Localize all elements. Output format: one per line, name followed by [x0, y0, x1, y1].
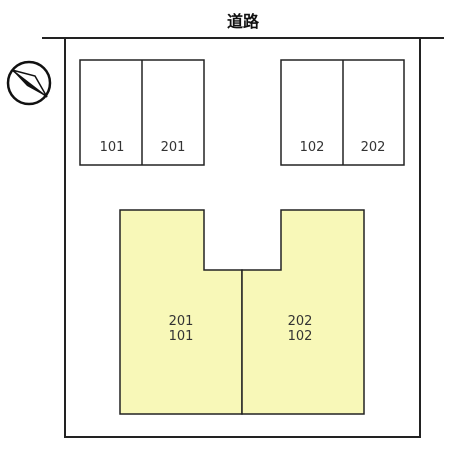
parking-space-label: 201 [161, 140, 186, 155]
unit-label-upper: 201 [169, 314, 194, 329]
road-label: 道路 [227, 12, 260, 31]
parking-group-right: 102 202 [280, 59, 405, 166]
north-arrow-icon [6, 60, 52, 106]
parking-group-left: 101 201 [79, 59, 205, 166]
lot-boundary [64, 38, 421, 438]
unit-label-upper: 202 [288, 314, 313, 329]
unit-label-lower: 101 [169, 329, 194, 344]
building-unit-right [241, 209, 365, 415]
parking-space-label: 202 [361, 140, 386, 155]
parking-space-label: 102 [300, 140, 325, 155]
building-unit-left [119, 209, 243, 415]
parking-space-label: 101 [100, 140, 125, 155]
unit-label-lower: 102 [288, 329, 313, 344]
building: 201 101 202 102 [119, 209, 365, 415]
